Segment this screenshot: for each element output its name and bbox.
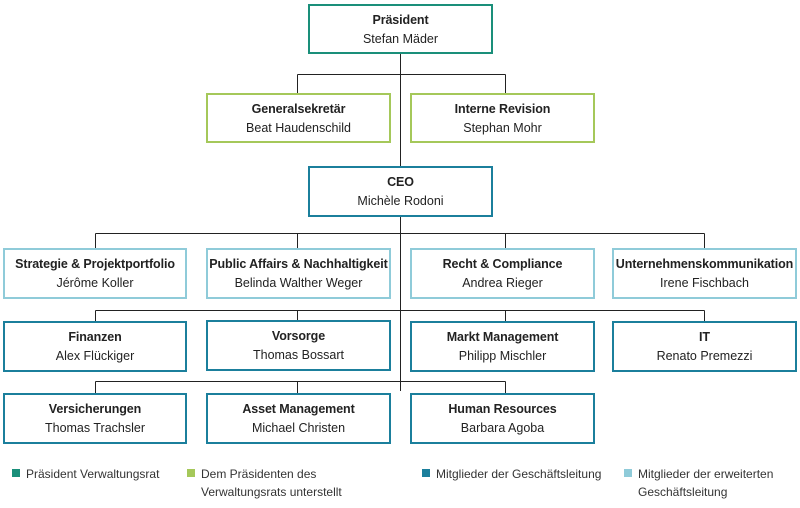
node-title: Unternehmenskommunikation	[615, 257, 794, 271]
legend-label: Präsident Verwaltungsrat	[26, 467, 160, 481]
node-person: Barbara Agoba	[460, 421, 545, 435]
node-title: Public Affairs & Nachhaltigkeit	[209, 257, 388, 271]
node-person: Jérôme Koller	[56, 276, 134, 290]
node-asset-management: Asset Management Michael Christen	[206, 393, 391, 444]
node-person: Renato Premezzi	[656, 349, 753, 363]
node-it: IT Renato Premezzi	[612, 321, 797, 372]
node-person: Andrea Rieger	[462, 276, 543, 290]
node-public-affairs: Public Affairs & Nachhaltigkeit Belinda …	[206, 248, 391, 299]
legend-label: Mitglieder der Geschäftsleitung	[436, 467, 602, 481]
node-ceo: CEO Michèle Rodoni	[308, 166, 493, 217]
node-person: Alex Flückiger	[55, 349, 135, 363]
node-vorsorge: Vorsorge Thomas Bossart	[206, 320, 391, 371]
node-title: Human Resources	[448, 402, 557, 416]
legend-swatch	[187, 469, 195, 477]
node-person: Michael Christen	[251, 421, 346, 435]
legend-label: Mitglieder der erweiterten Geschäftsleit…	[638, 467, 774, 499]
legend-item-unterstellt: Dem Präsidenten des Verwaltungsrats unte…	[187, 465, 402, 501]
legend-swatch	[422, 469, 430, 477]
legend-swatch	[624, 469, 632, 477]
legend-item-erweiterte-geschaeftsleitung: Mitglieder der erweiterten Geschäftsleit…	[624, 465, 796, 501]
node-unternehmenskommunikation: Unternehmenskommunikation Irene Fischbac…	[612, 248, 797, 299]
node-generalsekretaer: Generalsekretär Beat Haudenschild	[206, 93, 391, 143]
node-markt-management: Markt Management Philipp Mischler	[410, 321, 595, 372]
node-person: Michèle Rodoni	[357, 194, 444, 208]
node-title: CEO	[387, 175, 414, 189]
node-strategie: Strategie & Projektportfolio Jérôme Koll…	[3, 248, 187, 299]
node-title: Generalsekretär	[251, 101, 346, 116]
node-title: Markt Management	[446, 330, 559, 344]
node-person: Belinda Walther Weger	[234, 276, 363, 290]
node-title: Strategie & Projektportfolio	[15, 257, 175, 271]
legend-swatch	[12, 469, 20, 477]
node-person: Stephan Mohr	[463, 120, 542, 135]
node-title: Asset Management	[242, 402, 355, 416]
node-person: Philipp Mischler	[458, 349, 547, 363]
node-person: Beat Haudenschild	[246, 120, 351, 135]
node-interne-revision: Interne Revision Stephan Mohr	[410, 93, 595, 143]
node-title: Präsident	[372, 12, 429, 27]
node-title: Versicherungen	[48, 402, 142, 416]
node-title: IT	[699, 330, 710, 344]
legend-label: Dem Präsidenten des Verwaltungsrats unte…	[201, 467, 342, 499]
node-person: Irene Fischbach	[660, 276, 749, 290]
node-praesident: Präsident Stefan Mäder	[308, 4, 493, 54]
node-recht-compliance: Recht & Compliance Andrea Rieger	[410, 248, 595, 299]
node-versicherungen: Versicherungen Thomas Trachsler	[3, 393, 187, 444]
legend-item-praesident: Präsident Verwaltungsrat	[12, 465, 182, 483]
node-title: Vorsorge	[271, 329, 326, 343]
node-finanzen: Finanzen Alex Flückiger	[3, 321, 187, 372]
node-title: Interne Revision	[454, 101, 551, 116]
node-person: Stefan Mäder	[362, 31, 439, 46]
legend-item-geschaeftsleitung: Mitglieder der Geschäftsleitung	[422, 465, 612, 483]
node-human-resources: Human Resources Barbara Agoba	[410, 393, 595, 444]
node-person: Thomas Bossart	[252, 348, 344, 362]
node-title: Recht & Compliance	[442, 257, 563, 271]
node-person: Thomas Trachsler	[44, 421, 146, 435]
node-title: Finanzen	[68, 330, 122, 344]
